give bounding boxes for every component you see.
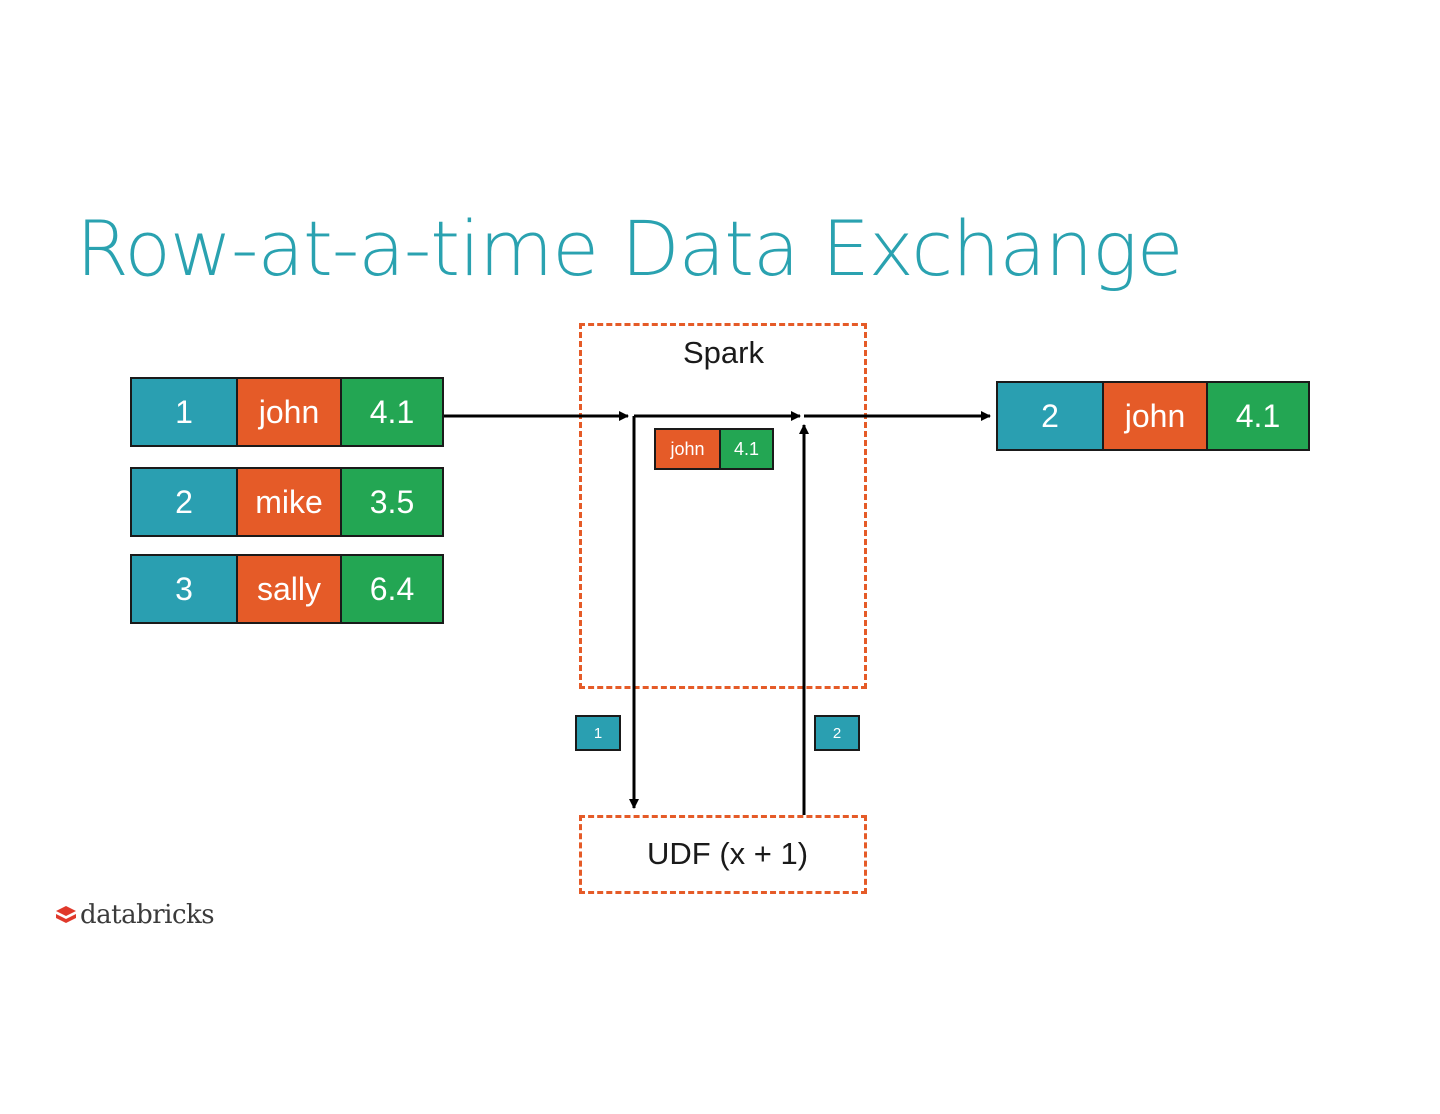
- row-id-cell: 1: [132, 379, 236, 445]
- slide-title: Row-at-a-time Data Exchange: [76, 204, 1183, 293]
- row-name-cell: john: [656, 430, 719, 468]
- row-value-cell: 4.1: [719, 430, 772, 468]
- row-name-cell: john: [236, 379, 340, 445]
- databricks-stack-icon: [56, 906, 76, 923]
- row-value-cell: 6.4: [340, 556, 442, 622]
- input-row-1: 1 john 4.1: [130, 377, 444, 447]
- spark-label: Spark: [683, 335, 764, 370]
- input-row-2: 2 mike 3.5: [130, 467, 444, 537]
- row-id-cell: 2: [998, 383, 1102, 449]
- value-from-udf-tag: 2: [814, 715, 860, 751]
- udf-container: [579, 815, 867, 894]
- row-name-cell: john: [1102, 383, 1206, 449]
- spark-container: [579, 323, 867, 689]
- spark-row-in-flight: john 4.1: [654, 428, 774, 470]
- row-value-cell: 4.1: [1206, 383, 1308, 449]
- value-to-udf-tag: 1: [575, 715, 621, 751]
- input-row-3: 3 sally 6.4: [130, 554, 444, 624]
- output-row: 2 john 4.1: [996, 381, 1310, 451]
- row-value-cell: 4.1: [340, 379, 442, 445]
- row-name-cell: mike: [236, 469, 340, 535]
- row-name-cell: sally: [236, 556, 340, 622]
- row-id-cell: 3: [132, 556, 236, 622]
- udf-label: UDF (x + 1): [647, 836, 809, 871]
- row-value-cell: 3.5: [340, 469, 442, 535]
- databricks-logo: databricks: [54, 900, 215, 930]
- row-id-cell: 2: [132, 469, 236, 535]
- logo-text: databricks: [80, 900, 215, 930]
